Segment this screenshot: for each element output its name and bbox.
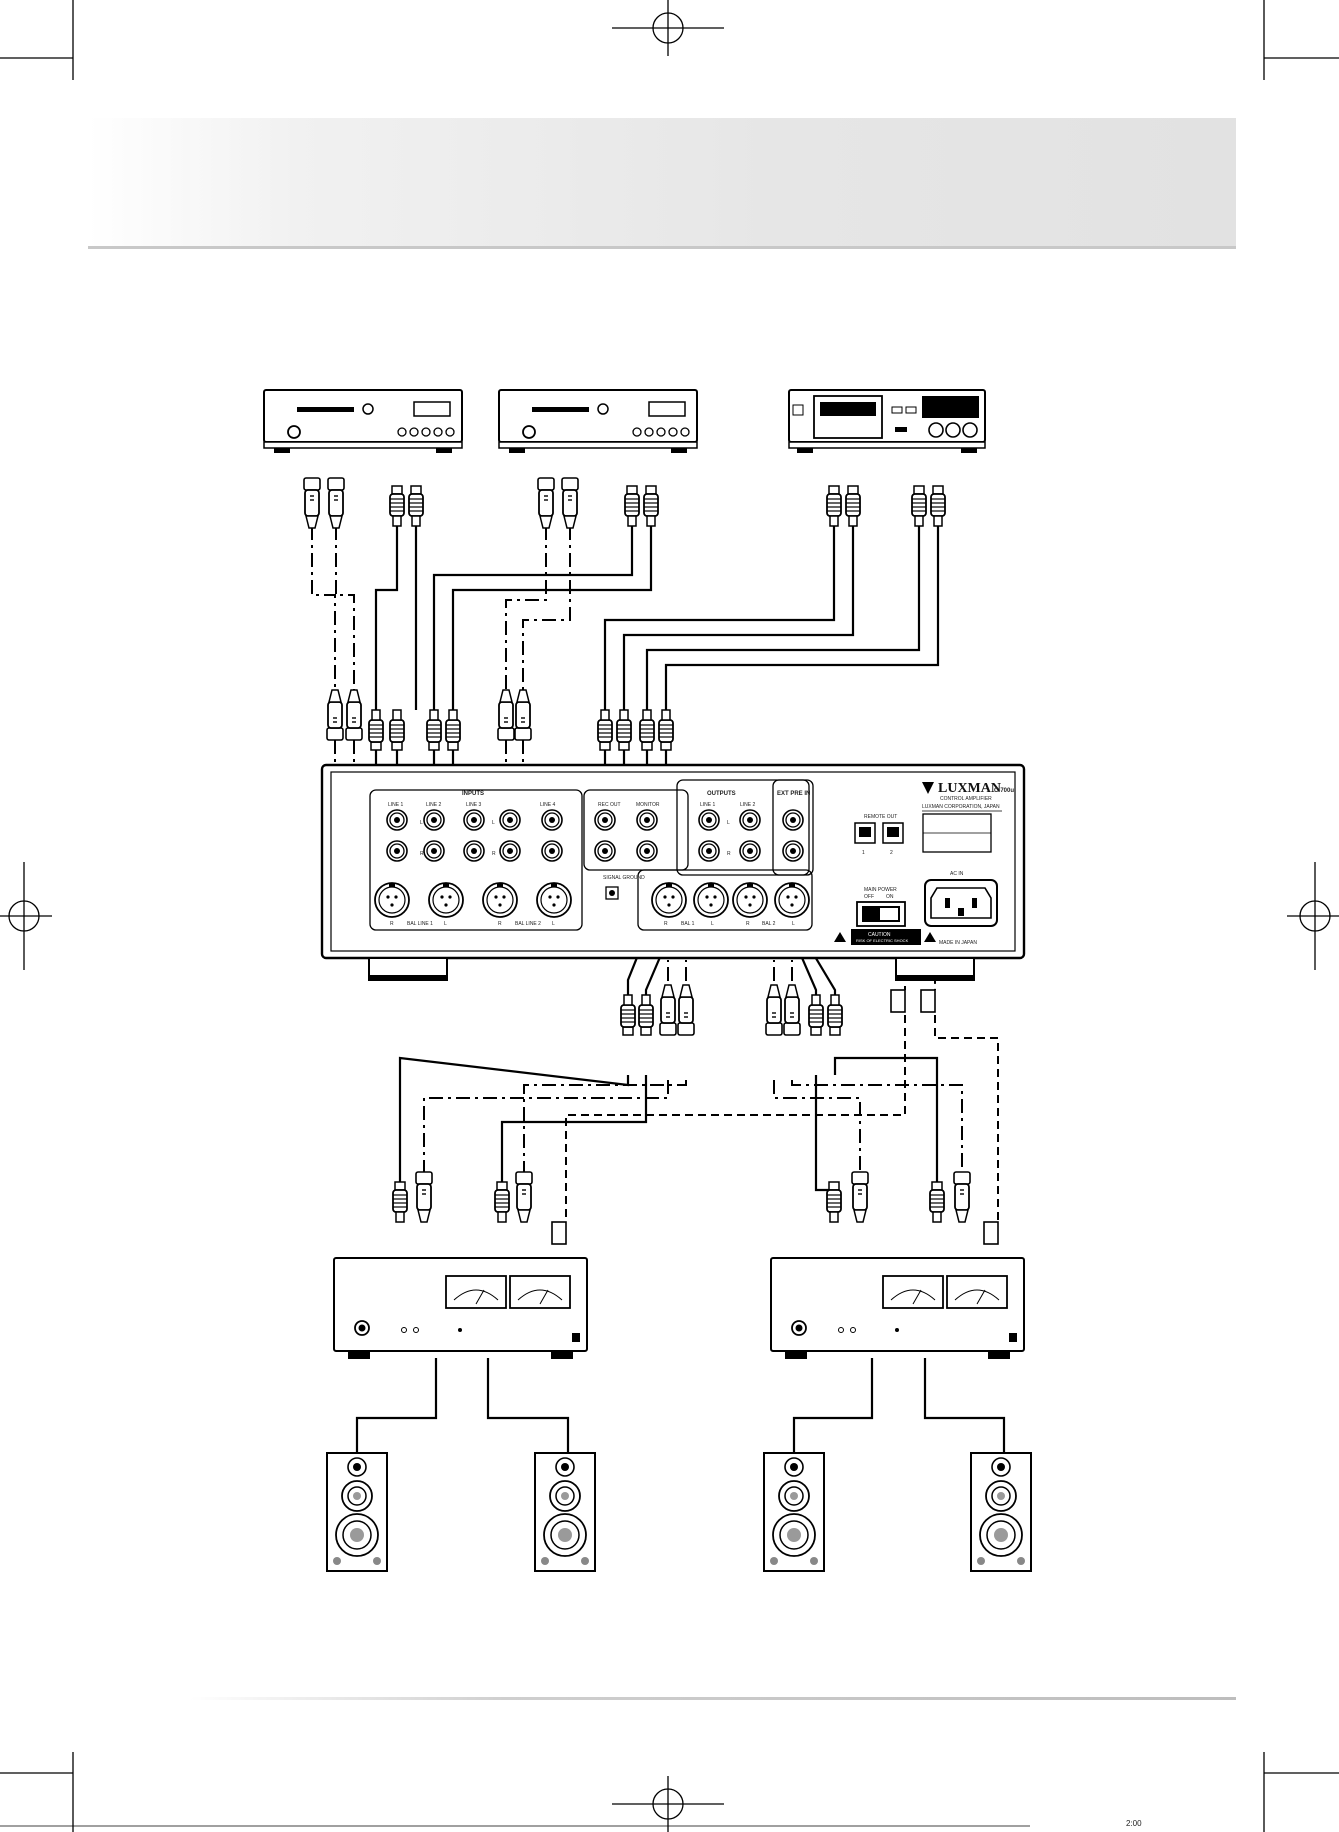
cd-player-1 — [263, 389, 463, 454]
speaker-1 — [326, 1452, 388, 1572]
svg-text:L: L — [552, 921, 555, 927]
cd-player-2 — [498, 389, 698, 454]
svg-text:R: R — [746, 921, 750, 927]
svg-text:L: L — [444, 921, 447, 927]
svg-text:LINE 1: LINE 1 — [700, 802, 716, 808]
svg-text:L: L — [727, 820, 730, 826]
power-amp-2 — [770, 1257, 1025, 1360]
speaker-2 — [534, 1452, 596, 1572]
svg-text:R: R — [390, 921, 394, 927]
svg-text:R: R — [492, 851, 496, 857]
svg-text:MONITOR: MONITOR — [636, 802, 660, 808]
svg-text:R: R — [664, 921, 668, 927]
svg-text:MADE IN JAPAN: MADE IN JAPAN — [939, 940, 977, 946]
svg-text:REMOTE OUT: REMOTE OUT — [864, 814, 897, 820]
svg-text:L: L — [711, 921, 714, 927]
svg-text:AC IN: AC IN — [950, 871, 964, 877]
corner-text: 2:00 — [1126, 1819, 1142, 1828]
svg-text:RISK OF ELECTRIC SHOCK: RISK OF ELECTRIC SHOCK — [856, 938, 909, 943]
svg-text:BAL LINE 1: BAL LINE 1 — [407, 921, 433, 927]
svg-text:MAIN POWER: MAIN POWER — [864, 887, 897, 893]
svg-text:C-700u: C-700u — [994, 788, 1014, 794]
speaker-4 — [970, 1452, 1032, 1572]
svg-text:BAL LINE 2: BAL LINE 2 — [515, 921, 541, 927]
svg-text:R: R — [498, 921, 502, 927]
svg-text:LINE 3: LINE 3 — [466, 802, 482, 808]
svg-text:SIGNAL GROUND: SIGNAL GROUND — [603, 875, 645, 881]
section-header-band — [88, 118, 1236, 249]
power-amp-1 — [333, 1257, 588, 1360]
source-plugs — [303, 477, 946, 529]
svg-text:CONTROL AMPLIFIER: CONTROL AMPLIFIER — [940, 796, 992, 802]
footer-rule — [190, 1697, 1236, 1700]
svg-text:INPUTS: INPUTS — [462, 791, 484, 797]
svg-text:REC OUT: REC OUT — [598, 802, 621, 808]
svg-text:LUXMAN CORPORATION, JAPAN: LUXMAN CORPORATION, JAPAN — [922, 804, 1000, 810]
poweramp-input-plugs — [392, 1171, 999, 1245]
svg-text:OFF: OFF — [864, 894, 874, 900]
preamp-input-plugs — [326, 689, 674, 751]
svg-text:EXT PRE IN: EXT PRE IN — [777, 791, 810, 797]
svg-text:LINE 2: LINE 2 — [740, 802, 756, 808]
svg-text:2: 2 — [890, 850, 893, 856]
svg-text:BAL 1: BAL 1 — [681, 921, 695, 927]
svg-text:LINE 1: LINE 1 — [388, 802, 404, 808]
preamp-rear-panel: INPUTS OUTPUTS EXT PRE IN LINE 1 LINE 2 … — [320, 763, 1026, 981]
svg-text:LINE 2: LINE 2 — [426, 802, 442, 808]
svg-text:LINE 4: LINE 4 — [540, 802, 556, 808]
svg-text:BAL 2: BAL 2 — [762, 921, 776, 927]
svg-text:R: R — [727, 851, 731, 857]
preamp-output-plugs — [620, 984, 936, 1036]
svg-text:LUXMAN: LUXMAN — [938, 781, 1001, 796]
svg-text:R: R — [420, 851, 424, 857]
tape-deck — [788, 389, 986, 453]
svg-text:L: L — [420, 820, 423, 826]
speaker-3 — [763, 1452, 825, 1572]
svg-text:OUTPUTS: OUTPUTS — [707, 791, 736, 797]
svg-text:CAUTION: CAUTION — [868, 932, 891, 938]
svg-text:1: 1 — [862, 850, 865, 856]
svg-text:L: L — [792, 921, 795, 927]
svg-text:L: L — [492, 820, 495, 826]
svg-text:ON: ON — [886, 894, 894, 900]
